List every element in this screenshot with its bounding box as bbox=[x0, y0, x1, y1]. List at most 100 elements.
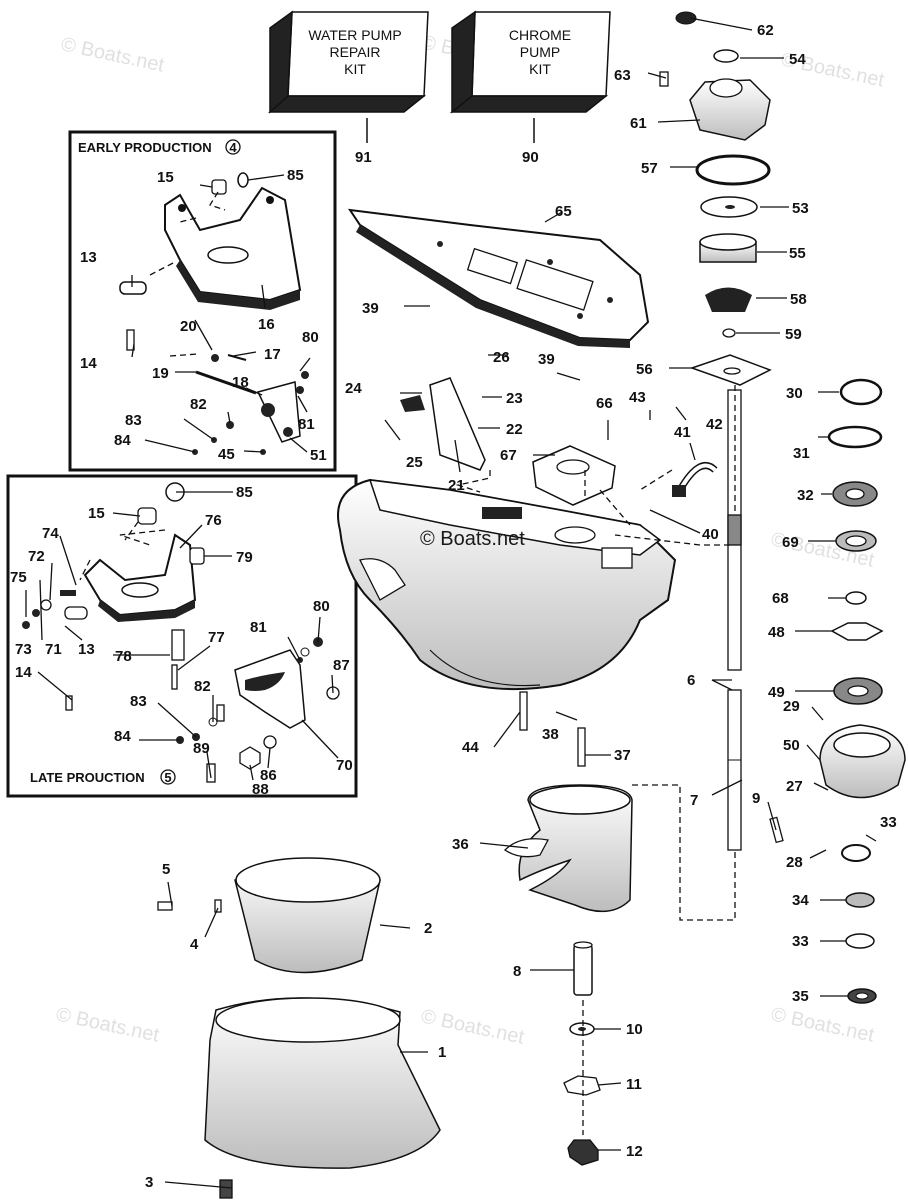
callout: 71 bbox=[45, 641, 62, 658]
kit-label: KIT bbox=[344, 61, 366, 77]
callout: 45 bbox=[218, 446, 235, 463]
callout: 85 bbox=[287, 167, 304, 184]
callout: 17 bbox=[264, 346, 281, 363]
callout: 10 bbox=[626, 1021, 643, 1038]
callout: 57 bbox=[641, 160, 658, 177]
callout: 51 bbox=[310, 447, 327, 464]
callout: 21 bbox=[448, 477, 465, 494]
jet-pump-body: © Boats.net bbox=[337, 377, 718, 691]
callout: 14 bbox=[15, 664, 32, 681]
callout: 1 bbox=[438, 1044, 446, 1061]
early-production-frame: EARLY PRODUCTION 4 bbox=[68, 130, 337, 472]
assembly-lines bbox=[79, 191, 736, 921]
callout: 75 bbox=[10, 569, 27, 586]
callout: 66 bbox=[596, 395, 613, 412]
callout: 18 bbox=[232, 374, 249, 391]
callout: 90 bbox=[522, 149, 539, 166]
watermark: © Boats.net bbox=[769, 1003, 877, 1046]
callout: 41 bbox=[674, 424, 691, 441]
callout: 20 bbox=[180, 318, 197, 335]
callout: 80 bbox=[302, 329, 319, 346]
callout: 61 bbox=[630, 115, 647, 132]
callout: 33 bbox=[792, 933, 809, 950]
chrome-pump-kit-box: CHROME PUMP KIT bbox=[449, 10, 611, 114]
impeller-assembly bbox=[503, 691, 633, 1166]
callout: 3 bbox=[145, 1174, 153, 1191]
callout: 70 bbox=[336, 757, 353, 774]
callout: 11 bbox=[626, 1076, 642, 1093]
callout: 4 bbox=[190, 936, 199, 953]
note-marker: 5 bbox=[164, 770, 171, 785]
callout: 34 bbox=[792, 892, 809, 909]
callout: 69 bbox=[782, 534, 799, 551]
callout: 58 bbox=[790, 291, 807, 308]
callout: 37 bbox=[614, 747, 631, 764]
watermark: © Boats.net bbox=[419, 1005, 527, 1048]
callout: 80 bbox=[313, 598, 330, 615]
callout: 87 bbox=[333, 657, 350, 674]
callout: 88 bbox=[252, 781, 269, 798]
callout: 14 bbox=[80, 355, 97, 372]
callout: 56 bbox=[636, 361, 653, 378]
callout: 89 bbox=[193, 740, 210, 757]
callout: 84 bbox=[114, 432, 131, 449]
callout: 82 bbox=[190, 396, 207, 413]
callout: 81 bbox=[250, 619, 267, 636]
callout: 86 bbox=[260, 767, 277, 784]
callout: 91 bbox=[355, 149, 372, 166]
callout: 63 bbox=[614, 67, 631, 84]
callout: 40 bbox=[702, 526, 719, 543]
callout: 67 bbox=[500, 447, 517, 464]
callout: 25 bbox=[406, 454, 423, 471]
callout: 72 bbox=[28, 548, 45, 565]
callout: 79 bbox=[236, 549, 253, 566]
callout: 33 bbox=[880, 814, 897, 831]
leader-lines bbox=[25, 17, 877, 1189]
callout: 77 bbox=[208, 629, 225, 646]
callout: 26 bbox=[493, 349, 510, 366]
pump-cover-plate bbox=[347, 208, 650, 348]
watermark: © Boats.net bbox=[59, 33, 167, 76]
callout: 50 bbox=[783, 737, 800, 754]
callout-numbers: 1 2 3 4 5 6 7 8 9 10 11 12 13 13 14 14 1… bbox=[10, 22, 897, 1191]
callout: 65 bbox=[555, 203, 572, 220]
callout: 85 bbox=[236, 484, 253, 501]
callout: 44 bbox=[462, 739, 479, 756]
kit-label: CHROME bbox=[509, 27, 571, 43]
callout: 74 bbox=[42, 525, 59, 542]
callout: 19 bbox=[152, 365, 169, 382]
callout: 15 bbox=[88, 505, 105, 522]
callout: 38 bbox=[542, 726, 559, 743]
note-marker: 4 bbox=[229, 140, 237, 155]
callout: 48 bbox=[768, 624, 785, 641]
callout: 35 bbox=[792, 988, 809, 1005]
kit-label: PUMP bbox=[520, 44, 560, 60]
callout: 82 bbox=[194, 678, 211, 695]
callout: 76 bbox=[205, 512, 222, 529]
callout: 59 bbox=[785, 326, 802, 343]
callout: 73 bbox=[15, 641, 32, 658]
callout: 30 bbox=[786, 385, 803, 402]
callout: 9 bbox=[752, 790, 760, 807]
early-production-title: EARLY PRODUCTION bbox=[78, 140, 212, 155]
callout: 13 bbox=[78, 641, 95, 658]
callout: 22 bbox=[506, 421, 523, 438]
callout: 83 bbox=[130, 693, 147, 710]
callout: 39 bbox=[362, 300, 379, 317]
callout: 29 bbox=[783, 698, 800, 715]
callout: 6 bbox=[687, 672, 695, 689]
callout: 68 bbox=[772, 590, 789, 607]
callout: 32 bbox=[797, 487, 814, 504]
late-production-title: LATE PROUCTION bbox=[30, 770, 145, 785]
callout: 5 bbox=[162, 861, 170, 878]
callout: 55 bbox=[789, 245, 806, 262]
wear-ring-and-nozzle bbox=[157, 857, 441, 1199]
kit-label: REPAIR bbox=[329, 44, 380, 60]
callout: 83 bbox=[125, 412, 142, 429]
watermark: © Boats.net bbox=[54, 1003, 162, 1046]
callout: 24 bbox=[345, 380, 362, 397]
callout: 53 bbox=[792, 200, 809, 217]
watermark: © Boats.net bbox=[420, 528, 525, 550]
callout: 7 bbox=[690, 792, 698, 809]
